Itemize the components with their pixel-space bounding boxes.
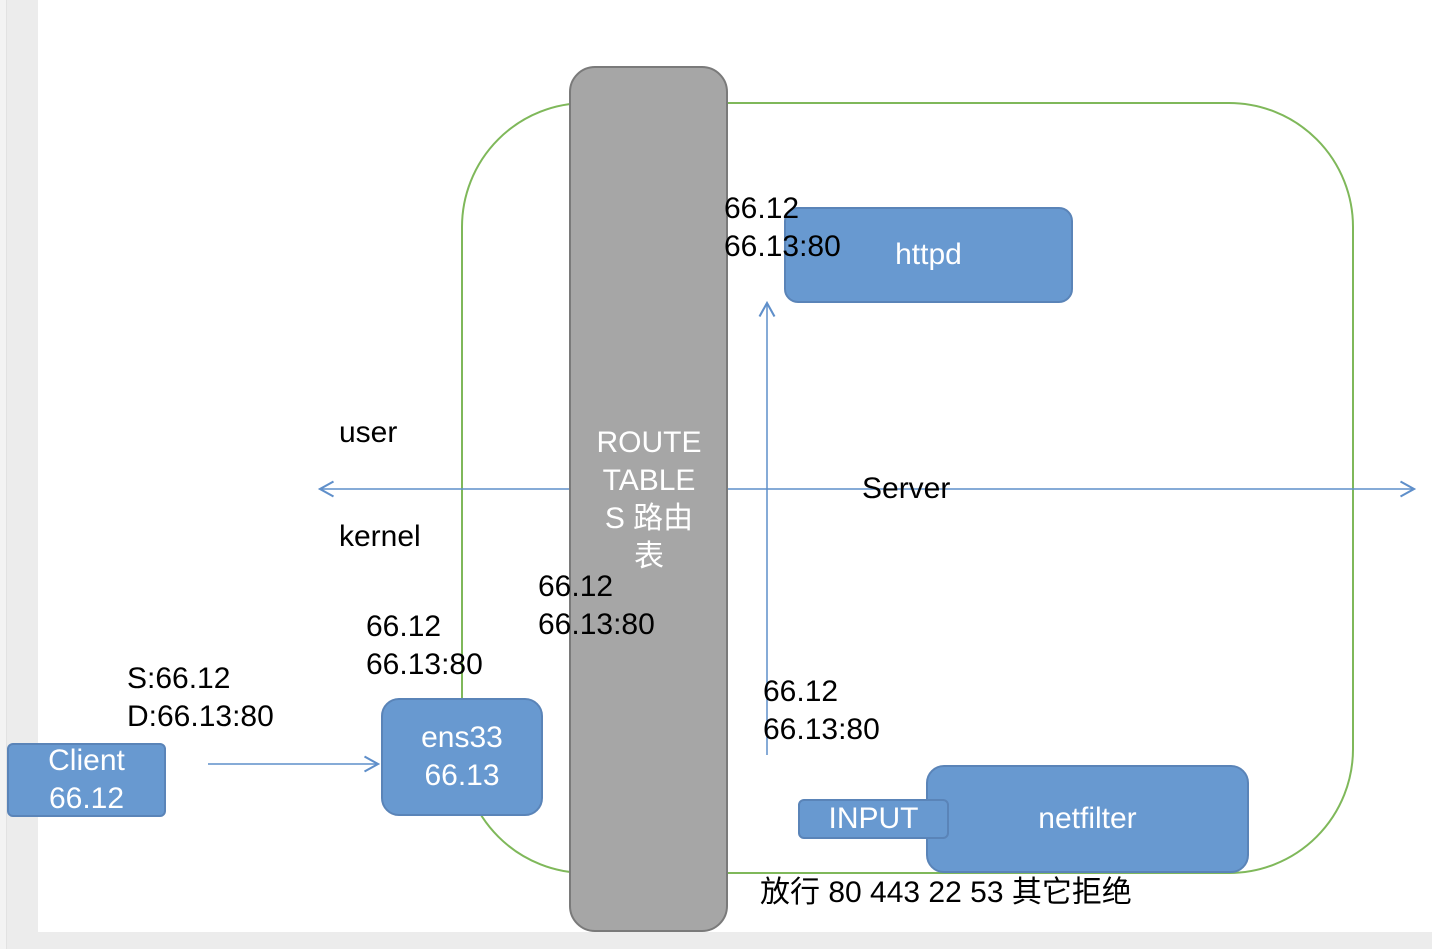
httpd-box: httpd xyxy=(784,207,1073,303)
netfilter-box: netfilter xyxy=(926,765,1249,873)
netfilter-packet-label: 66.12 66.13:80 xyxy=(763,675,880,746)
netfilter-label: netfilter xyxy=(1038,802,1137,835)
route-table-box xyxy=(569,66,728,932)
client-packet-label: S:66.12 D:66.13:80 xyxy=(127,662,274,733)
input-chain-box: INPUT xyxy=(798,799,949,839)
httpd-packet-label: 66.12 66.13:80 xyxy=(724,192,841,263)
firewall-rule-label: 放行 80 443 22 53 其它拒绝 xyxy=(760,876,1132,909)
ens33-label: ens33 66.13 xyxy=(421,721,503,792)
server-label: Server xyxy=(862,472,951,505)
client-label: Client 66.12 xyxy=(48,744,125,815)
user-space-label: user xyxy=(339,416,398,449)
left-rail xyxy=(0,0,7,949)
ens33-packet-label: 66.12 66.13:80 xyxy=(366,610,483,681)
httpd-label: httpd xyxy=(895,238,962,271)
route-table-label: ROUTE TABLE S 路由 表 xyxy=(596,426,702,573)
route-packet-label: 66.12 66.13:80 xyxy=(538,570,655,641)
client-box: Client 66.12 xyxy=(7,743,166,817)
input-chain-label: INPUT xyxy=(828,802,919,835)
kernel-space-label: kernel xyxy=(339,520,421,553)
ens33-box: ens33 66.13 xyxy=(381,698,543,816)
